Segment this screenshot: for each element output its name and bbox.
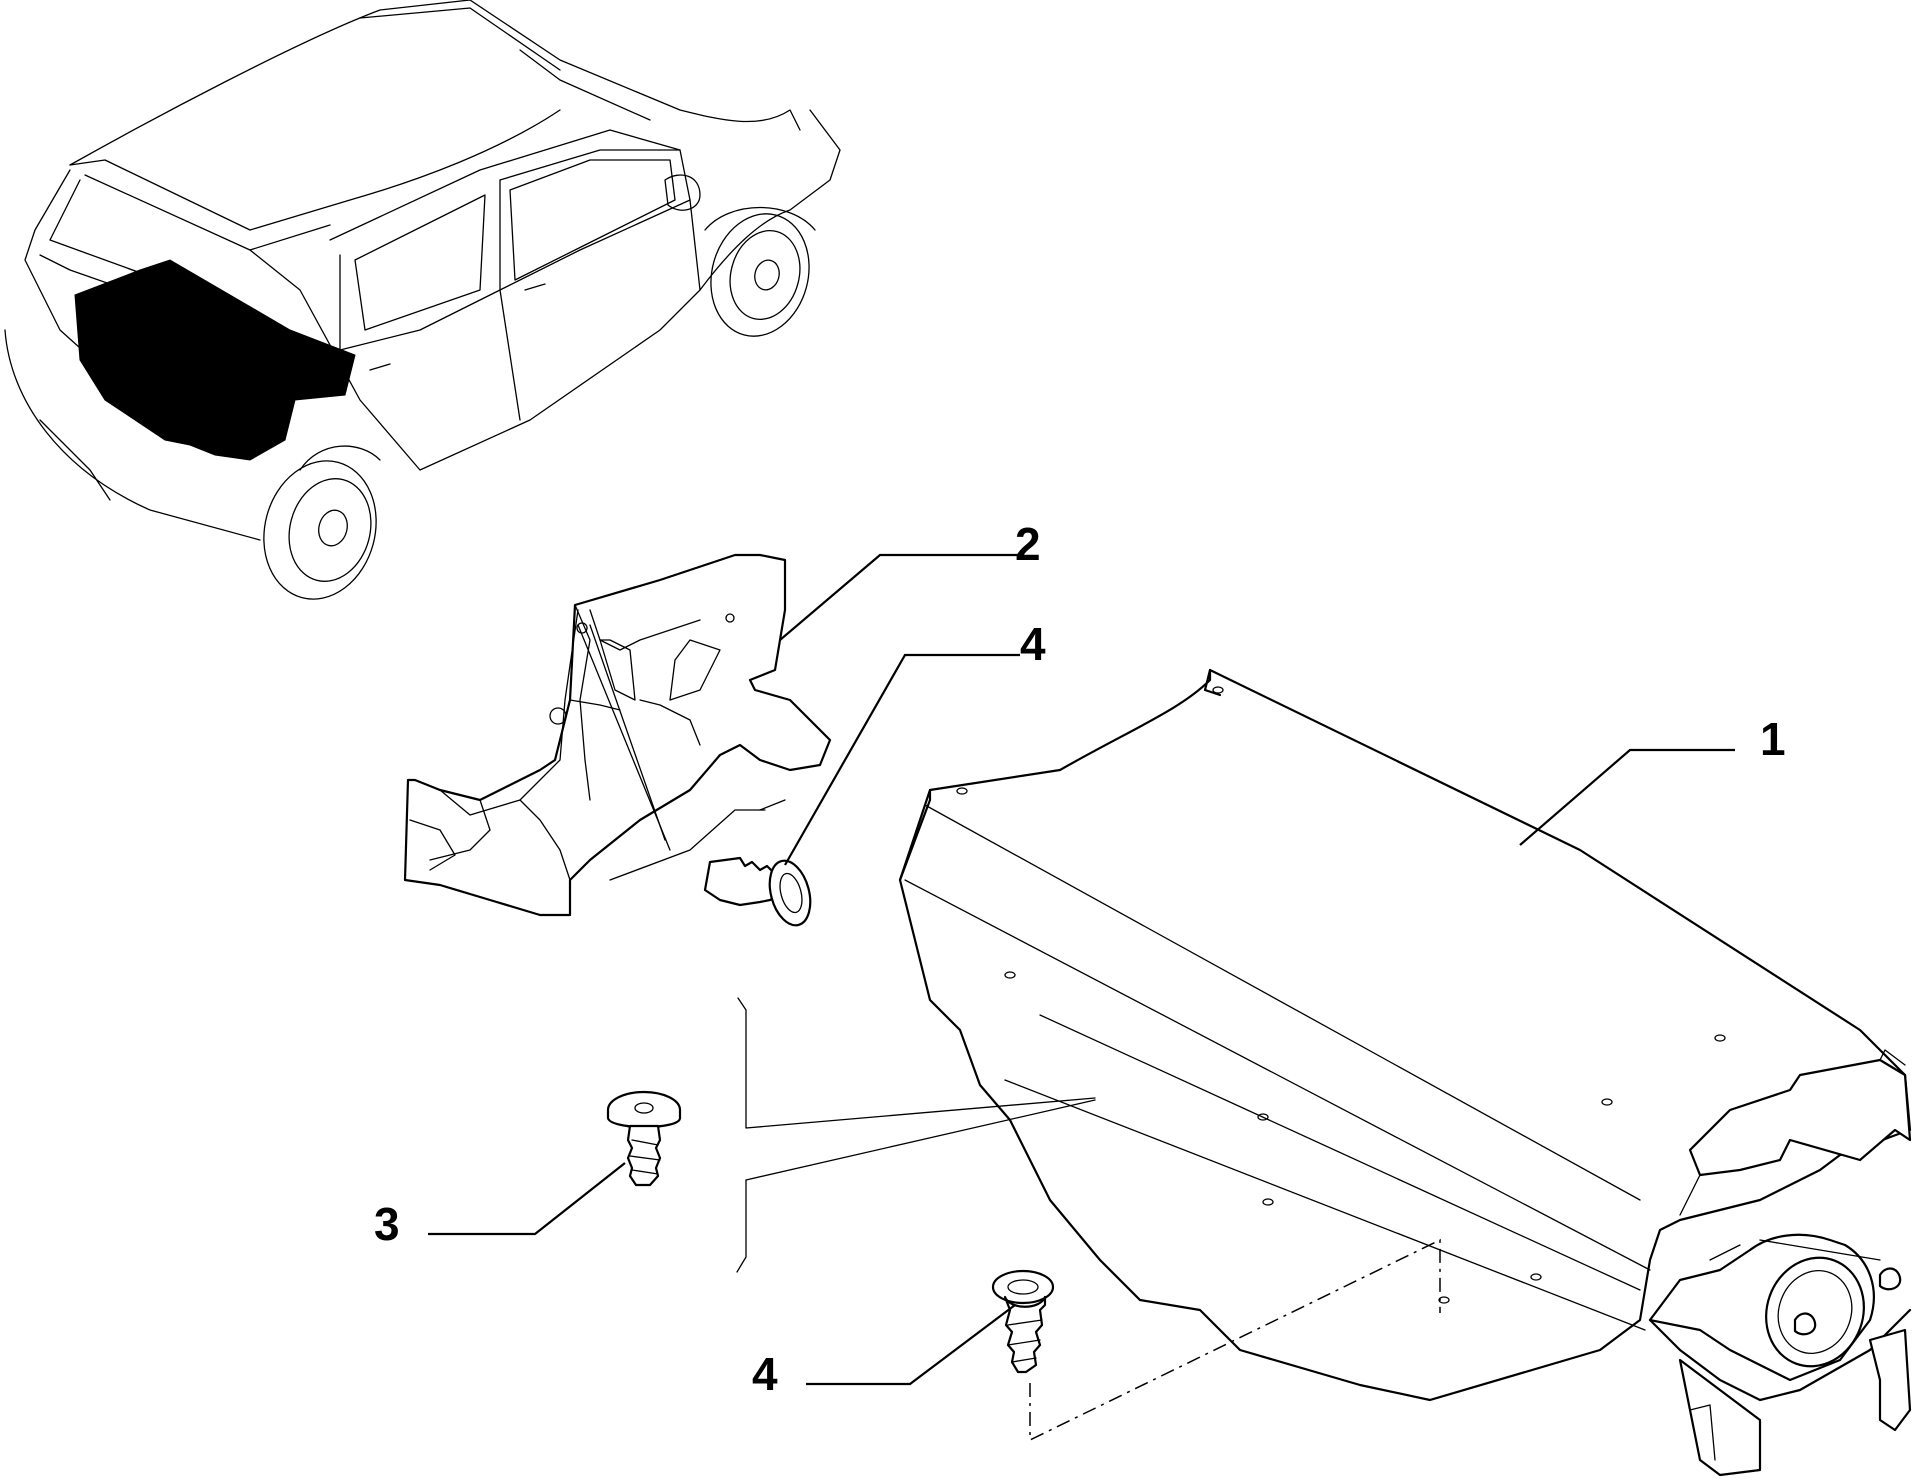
push-clip-icon <box>703 856 812 927</box>
assembly-lines <box>577 624 1441 1442</box>
leader-lines <box>428 553 1735 1386</box>
callout-1: 1 <box>1760 713 1786 765</box>
callout-2: 2 <box>1015 518 1041 570</box>
push-clip-icon <box>991 1269 1055 1374</box>
screw-icon <box>606 1090 682 1187</box>
car-overview-icon <box>4 0 841 600</box>
callout-4-lower: 4 <box>752 1348 778 1400</box>
spare-wheel-icon <box>1648 1233 1912 1477</box>
trunk-lining-icon <box>74 259 356 461</box>
side-panel-icon <box>403 553 832 917</box>
trunk-lining-part-1 <box>898 668 1912 1402</box>
callout-3: 3 <box>374 1198 400 1250</box>
callout-4-upper: 4 <box>1020 618 1046 670</box>
